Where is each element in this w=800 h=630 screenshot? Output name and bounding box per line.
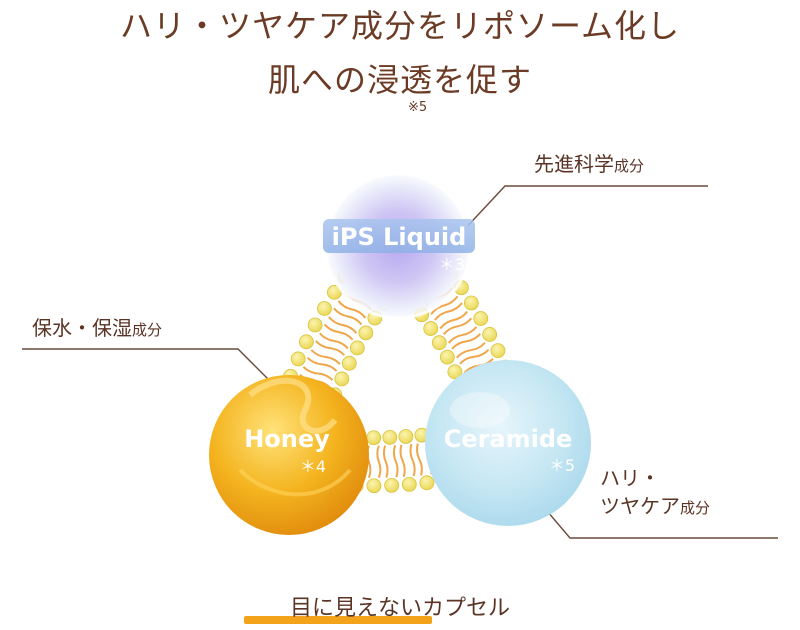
callout-left-main: 保水・保湿 [32,316,132,340]
callout-top-right-main: 先進科学 [534,152,614,176]
callout-bottom-right: ハリ・ ツヤケア成分 [600,464,710,522]
capsule-note-honey: ＊4 [300,457,326,476]
callout-left: 保水・保湿成分 [32,314,162,344]
heading-note: ※5 [408,100,428,115]
callout-bottom-right-main: ツヤケア [600,494,680,518]
callout-top-right: 先進科学成分 [534,150,644,180]
heading-line-2: 肌への浸透を促す [267,61,532,99]
caption-underline [244,616,432,624]
capsule-label-ips: iPS Liquid [332,223,467,251]
capsule-label-honey: Honey [244,425,330,453]
capsule-note-ceramide: ＊5 [549,456,575,475]
capsule-label-ceramide: Ceramide [444,425,573,453]
callout-bottom-right-line1: ハリ・ [600,466,660,490]
capsule-honey [209,375,369,535]
callout-top-right-small: 成分 [614,157,645,175]
heading-line-1: ハリ・ツヤケア成分をリポソーム化し [119,7,681,45]
capsule-ceramide [425,360,591,526]
callout-bottom-right-small: 成分 [680,499,711,517]
capsule-note-ips: ＊3 [439,255,465,274]
capsule-ips [323,172,475,320]
callout-left-small: 成分 [132,321,163,339]
caption: 目に見えないカプセル [289,596,510,621]
